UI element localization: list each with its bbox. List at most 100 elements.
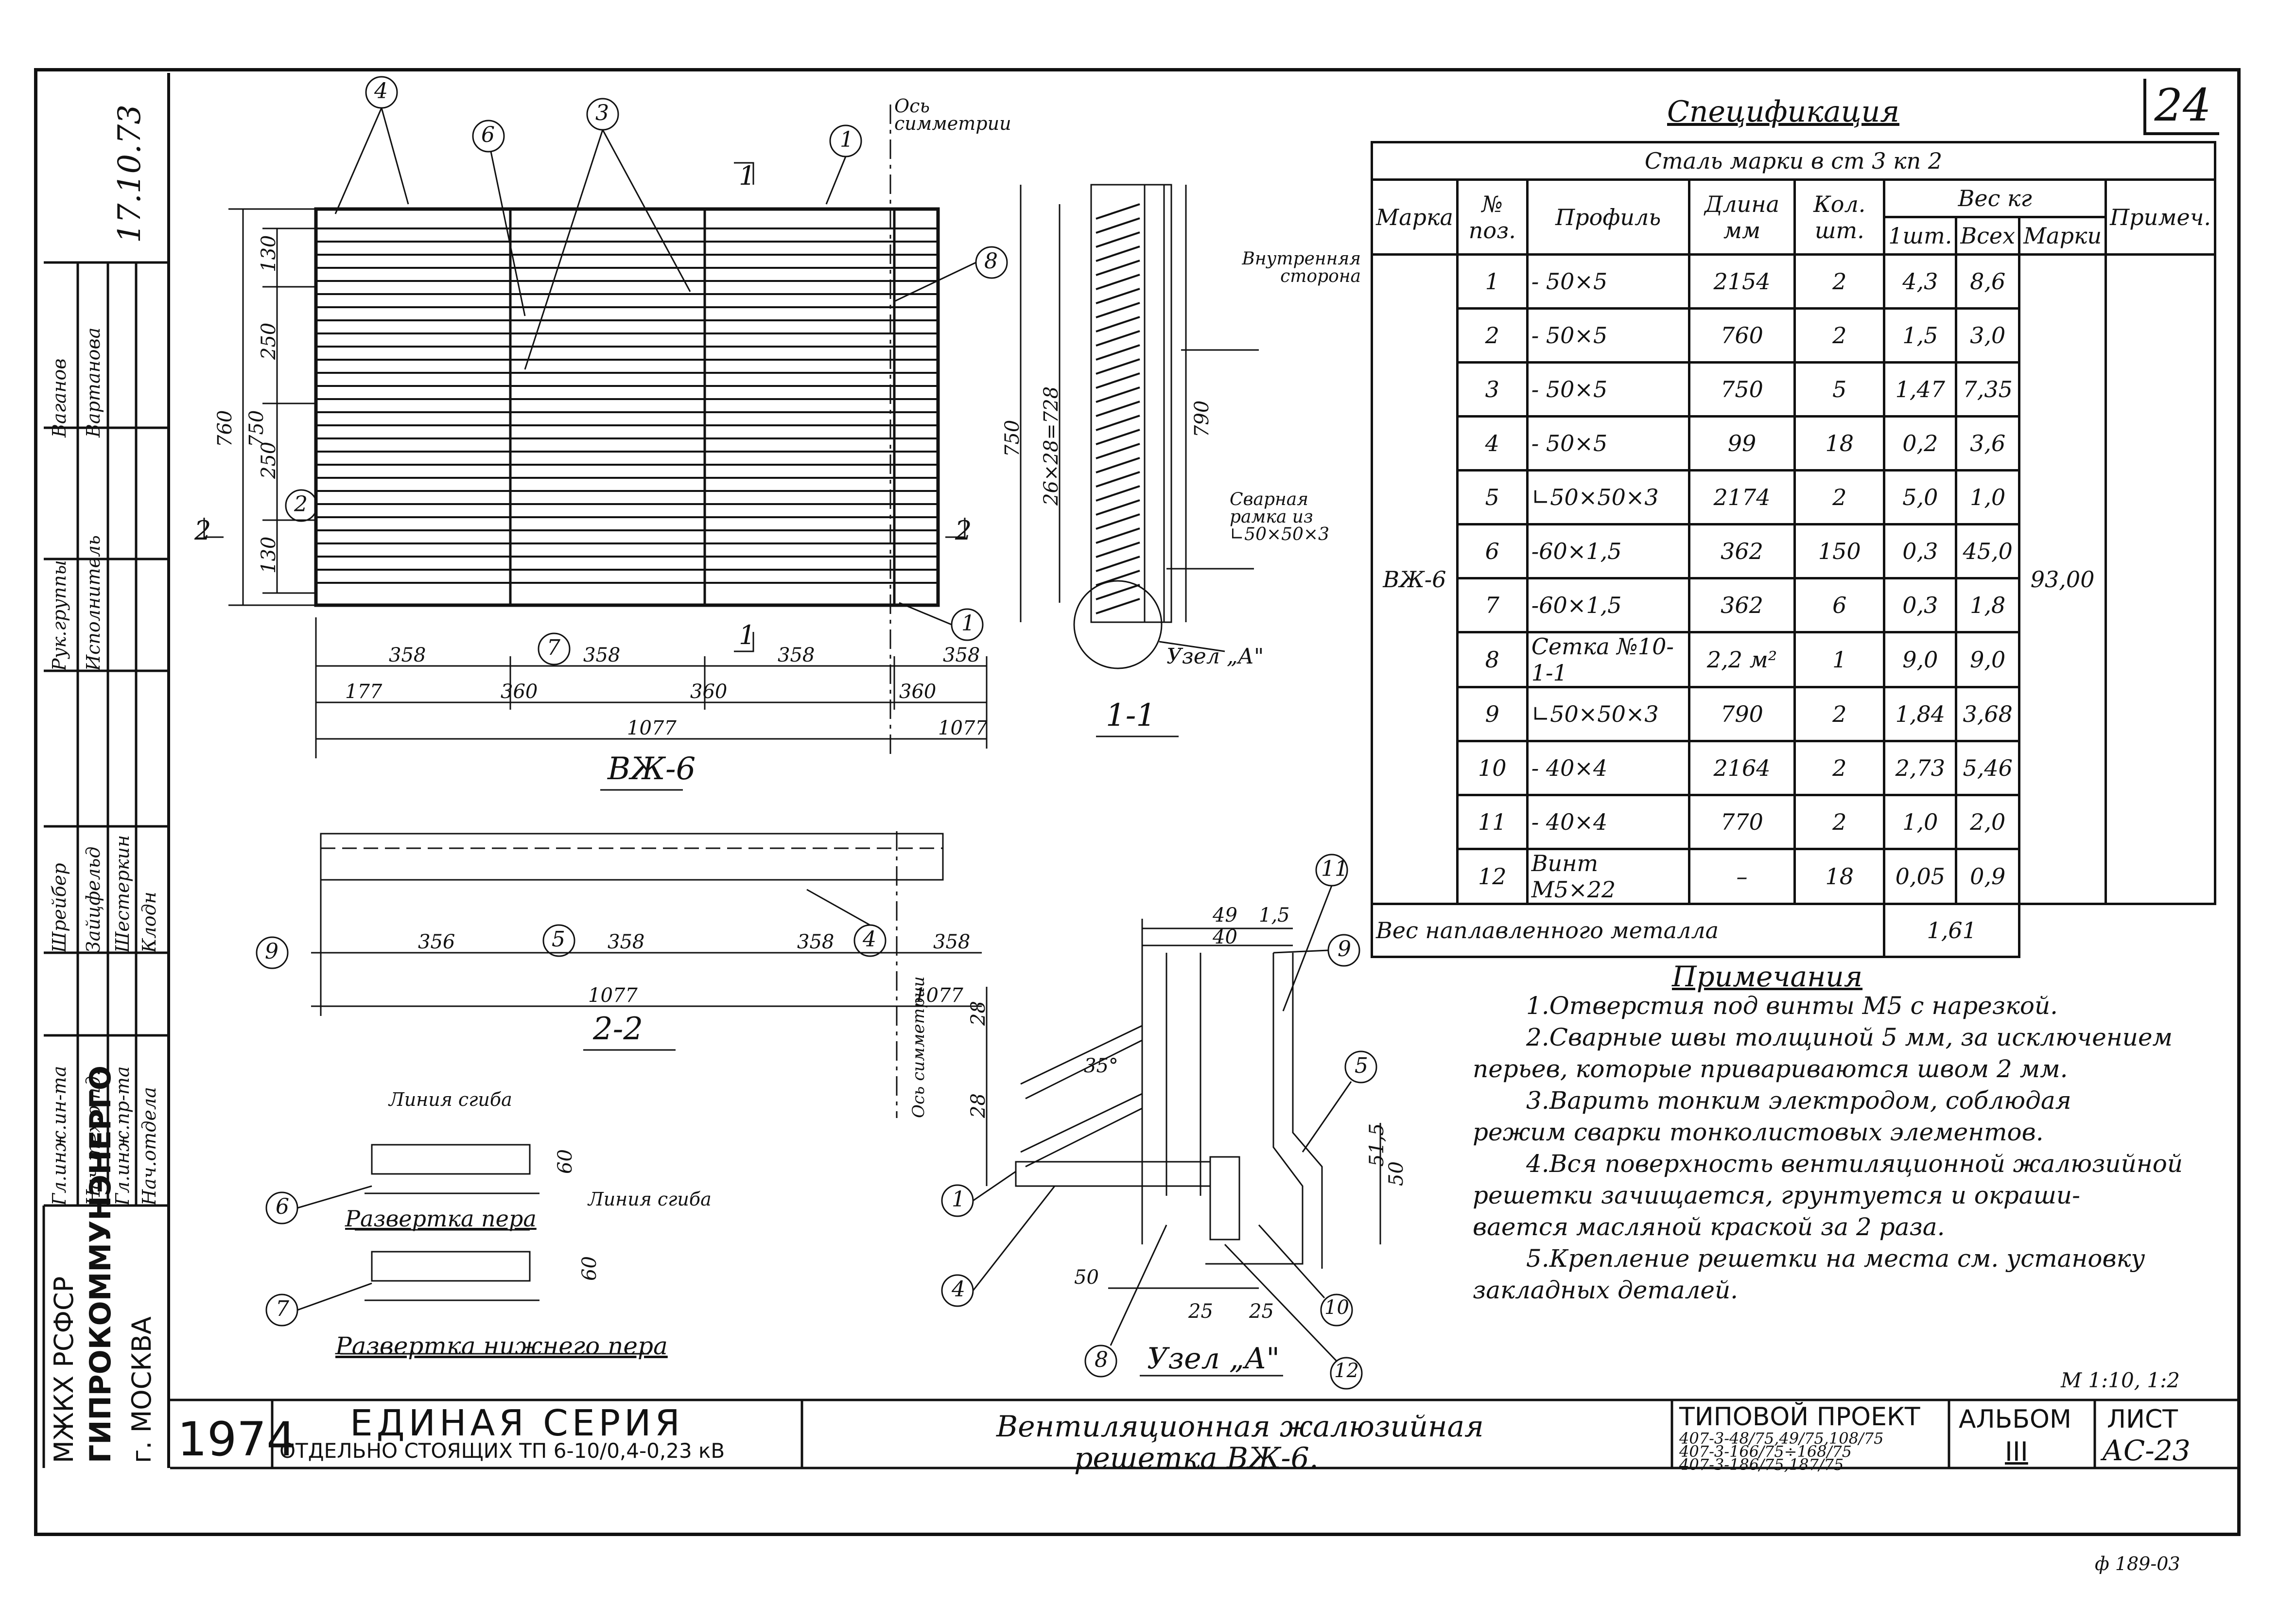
sec22-dim-358-b: 358 (797, 931, 835, 953)
inner-side-label: Внутренняя сторона (1242, 249, 1361, 286)
callout-6-main: 6 (481, 122, 495, 147)
callout-8-node: 8 (1095, 1347, 1108, 1372)
note-line-6: 4.Вся поверхность вентиляционной жалюзий… (1526, 1150, 2183, 1178)
spec-length: 750 (1687, 361, 1796, 418)
spec-profile: ∟50×50×3 (1526, 686, 1690, 742)
sec11-dim-790: 790 (1191, 400, 1213, 437)
section-feather-line (1096, 513, 1140, 530)
spec-weight-one: 2,73 (1883, 740, 1958, 796)
section-feather-line (1096, 499, 1140, 516)
spec-length: 362 (1687, 577, 1796, 633)
node-dim-25-b: 25 (1249, 1300, 1274, 1323)
hdr-length: Длина мм (1687, 178, 1796, 256)
series-line-1: ЕДИНАЯ СЕРИЯ (350, 1402, 684, 1444)
section-feather-line (1096, 584, 1140, 600)
spec-weight-all: 3,68 (1955, 686, 2021, 742)
spec-length: 790 (1687, 686, 1796, 742)
section-feather-line (1096, 386, 1140, 403)
note-line-7: решетки зачищается, грунтуется и окраши- (1473, 1181, 2081, 1209)
callout-5-sec22: 5 (552, 927, 565, 952)
dim-total-1: 1077 (627, 717, 677, 739)
spec-weight-all: 1,0 (1955, 469, 2021, 525)
section-feather-line (1096, 471, 1140, 488)
section-feather-line (1096, 302, 1140, 318)
section-feather-line (1096, 542, 1140, 558)
section-feather-line (1096, 527, 1140, 544)
hdr-profile: Профиль (1526, 178, 1690, 256)
cut-mark-2-right: 2 (955, 515, 972, 546)
weld-metal-label: Вес наплавленного металла (1370, 903, 1886, 958)
series-line-2: ОТДЕЛЬНО СТОЯЩИХ ТП 6-10/0,4-0,23 кВ (279, 1439, 725, 1463)
section-feather-line (1096, 598, 1140, 614)
spec-pos: 5 (1456, 469, 1529, 525)
callout-10-node: 10 (1324, 1296, 1349, 1319)
section-feather-line (1096, 344, 1140, 361)
spec-length: 770 (1687, 794, 1796, 850)
spec-pos: 2 (1456, 307, 1529, 364)
dim-mid-1: 177 (345, 681, 383, 703)
spec-pos: 12 (1456, 848, 1529, 905)
note-line-4: 3.Варить тонким электродом, соблюдая (1526, 1086, 2071, 1115)
hdr-note: Примеч. (2105, 178, 2216, 256)
node-dim-angle: 35° (1084, 1055, 1118, 1077)
hdr-qty: Кол. шт. (1793, 178, 1886, 256)
spec-length: 2154 (1687, 253, 1796, 310)
callout-9-node: 9 (1338, 937, 1351, 961)
spec-weight-all: 3,0 (1955, 307, 2021, 364)
spec-weight-one: 4,3 (1883, 253, 1958, 310)
left-stamp (44, 73, 170, 1468)
sheet-label: ЛИСТ (2107, 1405, 2178, 1434)
sec22-dim-1077-a: 1077 (588, 984, 638, 1007)
spec-pos: 4 (1456, 415, 1529, 472)
spec-length: 362 (1687, 523, 1796, 579)
bend-line-label-2: Линия сгиба (588, 1189, 712, 1210)
footer-code: ф 189-03 (2095, 1553, 2180, 1574)
spec-profile: - 50×5 (1526, 361, 1690, 418)
vdim-250-a: 250 (258, 322, 280, 360)
section-feather-line (1096, 443, 1140, 459)
spec-empty-cell (2019, 904, 2215, 957)
spec-pos: 10 (1456, 740, 1529, 796)
weld-frame-label: Сварная рамка из ∟50×50×3 (1230, 489, 1330, 544)
spec-weight-all: 5,46 (1955, 740, 2021, 796)
sec11-dim-728: 26×28=728 (1040, 386, 1062, 506)
spec-qty: 2 (1793, 307, 1886, 364)
spec-qty: 6 (1793, 577, 1886, 633)
dim-mid-3: 360 (690, 681, 728, 703)
hdr-wall: Всех (1955, 216, 2021, 256)
vdim-130-bottom: 130 (258, 536, 280, 574)
spec-weight-one: 0,05 (1883, 848, 1958, 905)
node-dim-49: 49 (1213, 904, 1237, 926)
project-code-2: 407-3-166/75÷168/75 (1679, 1442, 1852, 1461)
spec-pos: 8 (1456, 631, 1529, 688)
spec-length: 2164 (1687, 740, 1796, 796)
bend-line-label-1: Линия сгиба (389, 1089, 512, 1110)
spec-weight-all: 8,6 (1955, 253, 2021, 310)
spec-profile: - 50×5 (1526, 253, 1690, 310)
sheet-handwritten-number: 24 (2143, 79, 2219, 135)
section-2-2-caption: 2-2 (593, 1011, 644, 1047)
spec-pos: 9 (1456, 686, 1529, 742)
spec-title: Спецификация (1667, 95, 1900, 129)
section-1-1-caption: 1-1 (1106, 698, 1156, 734)
note-line-1: 1.Отверстия под винты М5 с нарезкой. (1526, 992, 2058, 1020)
spec-weight-one: 9,0 (1883, 631, 1958, 688)
callout-1-main-b: 1 (961, 611, 975, 636)
node-dim-50-v: 50 (1385, 1161, 1408, 1186)
spec-mark-cell: ВЖ-6 (1371, 253, 1459, 905)
dim-mid-4: 360 (899, 681, 937, 703)
specification-table: Сталь марки в ст 3 кп 2 Марка № поз. Про… (1370, 141, 2216, 958)
section-feather-line (1096, 485, 1140, 502)
unfold-bottom-feather-label: Развертка нижнего пера (335, 1332, 668, 1360)
spec-qty: 2 (1793, 794, 1886, 850)
spec-profile: -60×1,5 (1526, 523, 1690, 579)
album-value: III (2005, 1436, 2028, 1467)
section-feather-line (1096, 231, 1140, 248)
spec-profile: - 40×4 (1526, 794, 1690, 850)
